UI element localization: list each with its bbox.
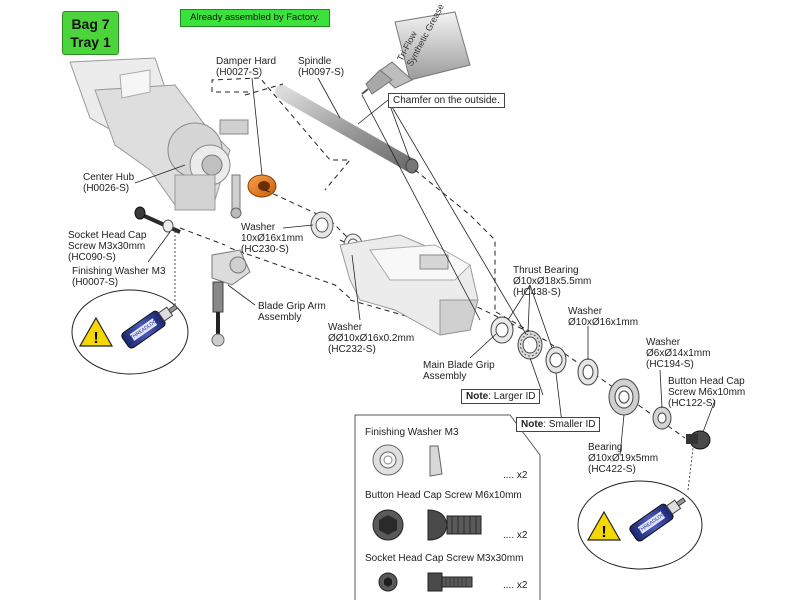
- washer-hc232-size: ØØ10xØ16x0.2mm: [328, 333, 415, 344]
- bearing-name: Bearing: [588, 442, 623, 453]
- spindle-part-number: (H0097-S): [298, 67, 345, 78]
- svg-text:!: !: [93, 330, 98, 347]
- washer-hc232-part-number: (HC232-S): [328, 344, 376, 355]
- thrust-bearing-part: [490, 316, 567, 374]
- blade-grip-arm-label: Blade Grip Arm Assembly: [258, 301, 326, 323]
- center-hub-part-number: (H0026-S): [83, 183, 130, 194]
- blade-grip-arm-name: Blade Grip Arm: [258, 301, 326, 312]
- larger-id-note: Note: Larger ID: [461, 389, 541, 404]
- main-blade-grip-part: [339, 234, 479, 336]
- washer-hc232-label: Washer ØØ10xØ16x0.2mm (HC232-S): [328, 322, 414, 355]
- bearing-size: Ø10xØ19x5mm: [588, 453, 659, 464]
- washer-center-part: [577, 358, 599, 386]
- damper-part: [247, 174, 277, 198]
- finishing-washer-label: Finishing Washer M3 (H0007-S): [72, 266, 166, 288]
- bearing-part: [608, 378, 640, 416]
- bearing-part-number: (HC422-S): [588, 464, 636, 475]
- leader-lines: [134, 77, 716, 491]
- washer-center-label: Washer Ø10xØ16x1mm: [568, 306, 638, 328]
- damper-name: Damper Hard: [216, 56, 277, 67]
- larger-id-note-text: : Larger ID: [488, 391, 536, 402]
- threadlock-callout-left: !: [71, 289, 189, 375]
- fullsize-washer-qty: .... x2: [503, 470, 528, 481]
- button-screw-size: Screw M6x10mm: [668, 387, 746, 398]
- washer-hc194-part-number: (HC194-S): [646, 359, 694, 370]
- spindle-name: Spindle: [298, 56, 332, 67]
- smaller-id-note-prefix: Note: [521, 419, 544, 430]
- factory-assembled-note: Already assembled by Factory.: [180, 9, 330, 27]
- washer-hc194-part: [652, 406, 672, 430]
- hub-link-arm: [230, 174, 242, 219]
- spindle-rod: [275, 85, 419, 174]
- thrust-bearing-part-number: (HC438-S): [513, 287, 561, 298]
- washer-hc232-name: Washer: [328, 322, 363, 333]
- bag-tray-badge: Bag 7 Tray 1: [62, 11, 119, 55]
- fullsize-socket-screw-title: Socket Head Cap Screw M3x30mm: [365, 553, 524, 564]
- washer-hc230-part: [310, 211, 334, 239]
- bearing-label: Bearing Ø10xØ19x5mm (HC422-S): [588, 442, 658, 475]
- fullsize-button-screw-qty: .... x2: [503, 530, 528, 541]
- blade-grip-arm-type: Assembly: [258, 312, 302, 323]
- washer-hc194-label: Washer Ø6xØ14x1mm (HC194-S): [646, 337, 710, 370]
- thrust-bearing-size: Ø10xØ18x5.5mm: [513, 276, 592, 287]
- washer-hc194-size: Ø6xØ14x1mm: [646, 348, 711, 359]
- tray-number: Tray 1: [70, 34, 111, 50]
- larger-id-note-prefix: Note: [466, 391, 489, 402]
- center-hub-drawing: [69, 57, 249, 211]
- thrust-bearing-label: Thrust Bearing Ø10xØ18x5.5mm (HC438-S): [513, 265, 591, 298]
- main-blade-grip-name: Main Blade Grip: [423, 360, 495, 371]
- button-screw-part: [686, 430, 711, 450]
- bag-number: Bag 7: [71, 16, 110, 32]
- center-hub-label: Center Hub (H0026-S): [83, 172, 134, 194]
- button-screw-part-number: (HC122-S): [668, 398, 716, 409]
- damper-part-number: (H0027-S): [216, 67, 263, 78]
- finishing-washer-part-number: (H0007-S): [72, 277, 119, 288]
- fullsize-panel-border: [354, 414, 541, 600]
- smaller-id-note-text: : Smaller ID: [543, 419, 596, 430]
- smaller-id-note: Note: Smaller ID: [516, 417, 601, 432]
- chamfer-callout: Chamfer on the outside.: [388, 93, 505, 108]
- washer-hc230-label: Washer 10xØ16x1mm (HC230-S): [241, 222, 303, 255]
- blade-grip-arm-part: [211, 249, 251, 347]
- socket-screw-label: Socket Head Cap Screw M3x30mm (HC090-S): [68, 230, 146, 263]
- washer-center-name: Washer: [568, 306, 603, 317]
- fullsize-socket-screw: [378, 572, 473, 592]
- spindle-label: Spindle (H0097-S): [298, 56, 344, 78]
- fullsize-washer-title: Finishing Washer M3: [365, 427, 459, 438]
- threadlock-callout-right: !: [577, 480, 703, 570]
- socket-screw-size: Screw M3x30mm: [68, 241, 146, 252]
- thrust-bearing-name: Thrust Bearing: [513, 265, 579, 276]
- socket-screw-name: Socket Head Cap: [68, 230, 147, 241]
- washer-hc194-name: Washer: [646, 337, 681, 348]
- fullsize-finishing-washer: [372, 444, 443, 477]
- fullsize-button-screw-title: Button Head Cap Screw M6x10mm: [365, 490, 522, 501]
- main-blade-grip-type: Assembly: [423, 371, 467, 382]
- button-screw-name: Button Head Cap: [668, 376, 745, 387]
- finishing-washer-name: Finishing Washer M3: [72, 266, 166, 277]
- washer-center-size: Ø10xØ16x1mm: [568, 317, 639, 328]
- svg-text:!: !: [601, 524, 606, 541]
- grease-tube: [361, 11, 471, 95]
- damper-label: Damper Hard (H0027-S): [216, 56, 276, 78]
- washer-hc230-size: 10xØ16x1mm: [241, 233, 304, 244]
- construction-lines: [179, 77, 686, 439]
- button-screw-label: Button Head Cap Screw M6x10mm (HC122-S): [668, 376, 745, 409]
- fullsize-socket-screw-qty: .... x2: [503, 580, 528, 591]
- washer-hc230-name: Washer: [241, 222, 276, 233]
- socket-screw-part-number: (HC090-S): [68, 252, 116, 263]
- socket-screw-part: [134, 206, 181, 234]
- center-hub-name: Center Hub: [83, 172, 135, 183]
- washer-hc230-part-number: (HC230-S): [241, 244, 289, 255]
- fullsize-button-screw: [372, 509, 482, 541]
- main-blade-grip-label: Main Blade Grip Assembly: [423, 360, 495, 382]
